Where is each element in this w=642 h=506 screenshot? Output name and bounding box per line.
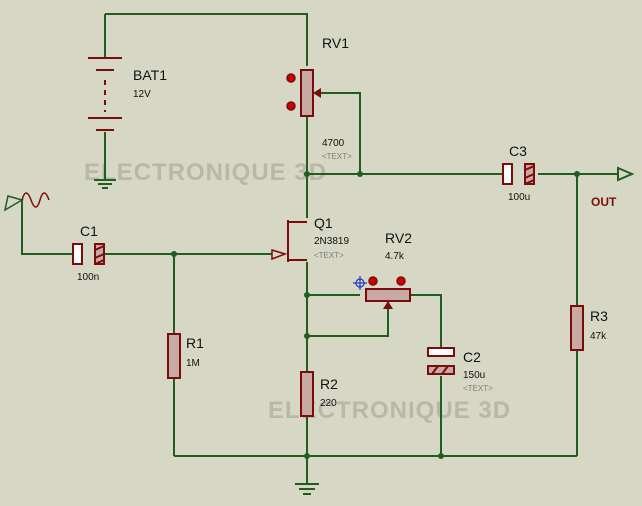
junction-drain (304, 171, 310, 177)
wire-rv2-wiper (307, 302, 389, 337)
c2-plate-plain (427, 347, 455, 357)
c2-text-placeholder: <TEXT> (463, 384, 493, 393)
rv1-inc-button[interactable] (286, 73, 296, 83)
r3-value: 47k (590, 331, 607, 342)
signal-source-icon[interactable] (3, 192, 50, 212)
c2-value: 150u (463, 370, 485, 381)
c2-plate-hatched (427, 365, 455, 375)
rv2-ref: RV2 (385, 230, 412, 246)
wire-top-rail (105, 13, 308, 66)
potentiometer-rv1[interactable]: RV1 4700 <TEXT> (286, 35, 352, 161)
junction-gnd-c2 (438, 453, 444, 459)
r1-ref: R1 (186, 335, 204, 351)
ground-symbol-main (295, 483, 319, 495)
crosshair-icon (353, 276, 367, 290)
c1-value: 100n (77, 272, 99, 283)
wire-input (21, 200, 73, 255)
capacitor-c2[interactable]: C2 150u <TEXT> (427, 347, 493, 393)
q1-gate-arrow (271, 248, 288, 261)
rv2-body (365, 288, 411, 302)
r3-ref: R3 (590, 308, 608, 324)
c1-plate-plain (72, 243, 83, 265)
bat1-value: 12V (133, 89, 151, 100)
resistor-r2[interactable]: R2 220 (300, 371, 338, 417)
rv1-wiper-arrow (313, 88, 321, 98)
c3-ref: C3 (509, 143, 527, 159)
bat1-ref: BAT1 (133, 67, 167, 83)
resistor-r1[interactable]: R1 1M (167, 333, 204, 379)
rv1-value: 4700 (322, 138, 345, 149)
r2-ref: R2 (320, 376, 338, 392)
rv1-body (300, 69, 314, 117)
capacitor-c3[interactable]: C3 100u (502, 143, 535, 203)
rv1-text-placeholder: <TEXT> (322, 152, 352, 161)
rv2-dec-button[interactable] (396, 276, 406, 286)
q1-value: 2N3819 (314, 236, 349, 247)
r1-value: 1M (186, 358, 200, 369)
q1-text-placeholder: <TEXT> (314, 251, 344, 260)
r3-body (570, 305, 584, 351)
wire-rv2-right (410, 294, 442, 348)
c2-ref: C2 (463, 349, 481, 365)
potentiometer-rv2[interactable]: RV2 4.7k (353, 230, 412, 309)
r2-body (300, 371, 314, 417)
rv2-inc-button[interactable] (368, 276, 378, 286)
rv1-ref: RV1 (322, 35, 349, 51)
q1-ref: Q1 (314, 215, 333, 231)
junction-rv1-wiper (357, 171, 363, 177)
rv1-dec-button[interactable] (286, 101, 296, 111)
r2-value: 220 (320, 398, 337, 409)
wires (21, 13, 618, 484)
junction-gnd-r2 (304, 453, 310, 459)
ground-symbol-battery (94, 179, 116, 189)
junctions (171, 171, 580, 459)
watermark-top: ELECTRONIQUE 3D (84, 159, 327, 186)
rv2-value: 4.7k (385, 251, 405, 262)
wire-rv1-wiper (315, 92, 361, 174)
output-terminal[interactable]: OUT (591, 166, 635, 209)
junction-out (574, 171, 580, 177)
junction-rv2-wiper (304, 333, 310, 339)
c1-ref: C1 (80, 223, 98, 239)
junction-source (304, 292, 310, 298)
c3-value: 100u (508, 192, 530, 203)
junction-gate (171, 251, 177, 257)
output-arrow-icon (617, 166, 635, 182)
transistor-q1[interactable]: Q1 2N3819 <TEXT> (271, 215, 349, 262)
capacitor-c1[interactable]: C1 100n (72, 223, 105, 283)
rv2-wiper-arrow (383, 301, 393, 309)
c3-plate-plain (502, 163, 513, 185)
r1-body (167, 333, 181, 379)
output-label: OUT (591, 195, 617, 209)
battery-bat1[interactable]: BAT1 12V (88, 57, 167, 131)
resistor-r3[interactable]: R3 47k (570, 305, 608, 351)
